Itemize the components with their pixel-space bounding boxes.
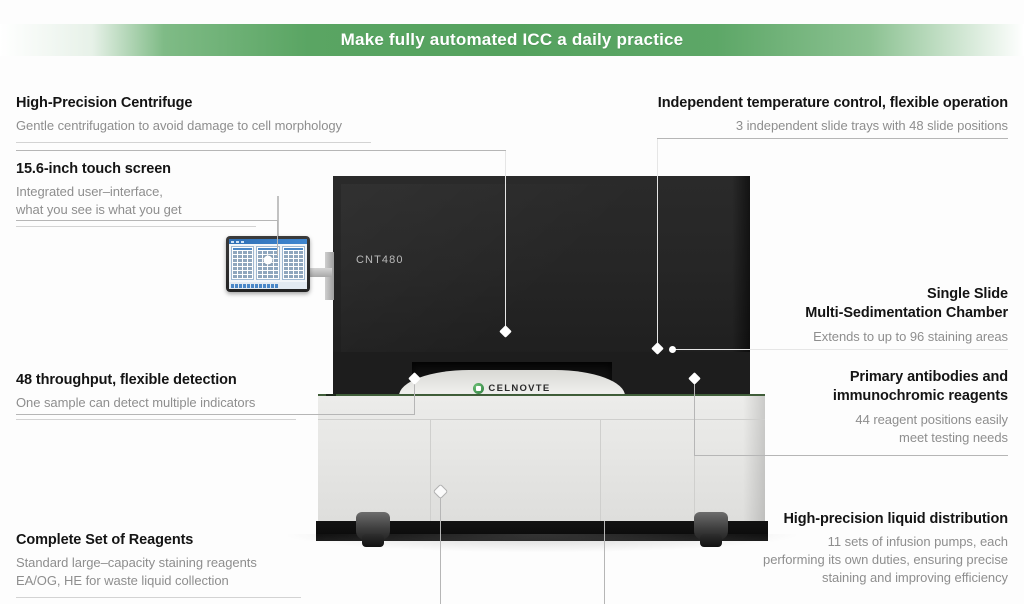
body-seam-right — [694, 407, 695, 521]
feature-title: Complete Set of Reagents — [16, 532, 194, 548]
tray-slide-grid — [233, 251, 253, 278]
feature-body: Gentle centrifugation to avoid damage to… — [16, 118, 343, 134]
screen-tray-area — [229, 244, 307, 282]
feature-body-line3: staining and improving efficiency — [822, 569, 1008, 585]
feature-title-line1: Primary antibodies and — [849, 369, 1008, 385]
slide-tray-3[interactable] — [281, 246, 305, 280]
feature-body-line2: what you see is what you get — [16, 202, 182, 218]
screen-title-bar — [229, 239, 307, 244]
leader-line-temperature-h — [657, 138, 1008, 139]
leader-line-touch-screen-h — [16, 220, 278, 221]
chamber-glass-reflection — [341, 184, 720, 370]
feature-rule — [16, 419, 296, 421]
brand-name: CELNOVTE — [488, 383, 551, 394]
feature-title: Independent temperature control, flexibl… — [657, 95, 1008, 111]
caster-wheel-left — [356, 512, 390, 547]
leader-line-reagents — [440, 494, 441, 604]
instrument-base — [316, 521, 768, 541]
leader-line-liquid — [604, 521, 605, 604]
body-seam-center — [600, 419, 601, 521]
tray-header — [283, 248, 303, 250]
feature-primary-antibodies: Primary antibodies and immunochromic rea… — [708, 368, 1008, 446]
feature-rule — [16, 225, 256, 227]
touch-screen-ui[interactable] — [229, 239, 307, 289]
feature-liquid-distribution: High-precision liquid distribution 11 se… — [688, 510, 1008, 586]
slide-tray-1[interactable] — [231, 246, 255, 280]
screen-arm-horizontal — [300, 268, 332, 277]
feature-body: 3 independent slide trays with 48 slide … — [735, 118, 1008, 134]
feature-title: High-Precision Centrifuge — [16, 95, 193, 111]
feature-rule — [16, 596, 301, 598]
tray-slide-grid — [283, 251, 303, 278]
feature-title: 15.6-inch touch screen — [16, 161, 171, 177]
leader-line-throughput — [414, 378, 415, 415]
feature-body-line1: 44 reagent positions easily — [855, 411, 1008, 427]
feature-throughput: 48 throughput, flexible detection One sa… — [16, 371, 296, 421]
instrument-lower-body — [318, 396, 765, 521]
feature-body-line1: Standard large–capacity staining reagent… — [16, 555, 257, 571]
screen-callout-marker — [263, 255, 273, 265]
feature-body-line2: EA/OG, HE for waste liquid collection — [16, 573, 229, 589]
body-seam-top — [318, 419, 765, 420]
leader-line-centrifuge — [505, 150, 506, 330]
leader-line-temperature — [657, 138, 658, 350]
feature-body: Extends to up to 96 staining areas — [813, 328, 1008, 344]
tray-header — [233, 248, 253, 250]
leader-line-antibodies — [694, 378, 695, 456]
feature-touch-screen: 15.6-inch touch screen Integrated user–i… — [16, 160, 256, 227]
screen-arm-vertical — [277, 196, 279, 256]
feature-title-line1: Single Slide — [927, 286, 1008, 302]
leader-line-centrifuge-h — [16, 150, 506, 151]
feature-sedimentation-chamber: Single Slide Multi-Sedimentation Chamber… — [708, 285, 1008, 346]
leader-line-chamber — [672, 349, 1008, 350]
feature-body-line2: meet testing needs — [899, 429, 1008, 445]
tray-header — [258, 248, 278, 250]
feature-title: High-precision liquid distribution — [783, 511, 1008, 527]
feature-title: 48 throughput, flexible detection — [16, 372, 237, 388]
banner-headline: Make fully automated ICC a daily practic… — [340, 30, 684, 49]
touch-screen-panel[interactable] — [226, 236, 310, 292]
caster-wheel-right — [694, 512, 728, 547]
floor-reflection — [288, 534, 796, 552]
feature-title-line2: immunochromic reagents — [832, 388, 1008, 405]
body-seam-left — [430, 419, 431, 521]
leader-line-touch-screen — [277, 220, 278, 256]
feature-body-line1: Integrated user–interface, — [16, 184, 163, 200]
celnovte-logo-icon — [473, 383, 485, 394]
feature-body-line1: 11 sets of infusion pumps, each — [827, 534, 1008, 550]
headline-banner: Make fully automated ICC a daily practic… — [0, 24, 1024, 56]
feature-temperature-control: Independent temperature control, flexibl… — [608, 94, 1008, 135]
model-label: CNT480 — [356, 254, 404, 266]
marker-chamber — [669, 346, 676, 353]
feature-rule — [16, 142, 371, 144]
feature-title-line2: Multi-Sedimentation Chamber — [805, 305, 1008, 322]
leader-line-throughput-h — [16, 414, 415, 415]
feature-reagents-set: Complete Set of Reagents Standard large–… — [16, 531, 301, 598]
screen-status-bar — [229, 282, 307, 289]
feature-body: One sample can detect multiple indicator… — [16, 395, 256, 411]
brand-plate: CELNOVTE — [0, 383, 1024, 394]
leader-line-antibodies-h — [694, 455, 1008, 456]
feature-body-line2: performing its own duties, ensuring prec… — [763, 552, 1008, 568]
feature-high-precision-centrifuge: High-Precision Centrifuge Gentle centrif… — [16, 94, 371, 144]
